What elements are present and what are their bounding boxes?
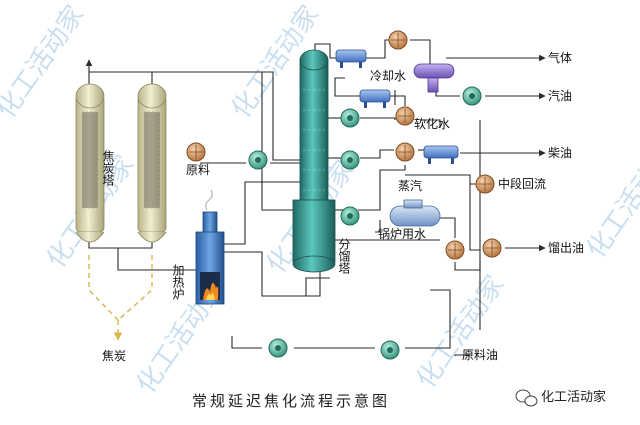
label-gas: 气体	[548, 50, 572, 65]
pump-icon	[268, 338, 288, 358]
exchanger-icon	[482, 238, 502, 258]
label-coke-drum: 焦炭塔	[101, 150, 115, 187]
steam-generator	[389, 199, 441, 227]
exchanger-icon	[388, 30, 408, 50]
coke-discharge	[88, 255, 153, 341]
exchanger-icon	[395, 106, 415, 126]
label-soft-water: 软化水	[414, 117, 450, 131]
cooler-diesel	[423, 145, 459, 164]
cooler-top	[335, 49, 367, 68]
fractionator-column	[292, 49, 336, 273]
label-fractionator: 分馏塔	[337, 238, 351, 275]
watermark-text: 化工活动家	[411, 270, 510, 394]
label-cooling-water: 冷却水	[370, 69, 406, 83]
exchanger-icon	[186, 142, 206, 162]
watermark-text: 化工活动家	[581, 140, 640, 264]
label-feed: 原料	[186, 163, 210, 177]
pump-icon	[380, 340, 400, 360]
brand-mark: 化工活动家	[515, 389, 606, 407]
brand-name: 化工活动家	[541, 389, 606, 405]
diagram-title: 常规延迟焦化流程示意图	[192, 392, 390, 410]
label-diesel: 柴油	[548, 146, 572, 160]
label-boiler-water: 锅炉用水	[378, 226, 426, 241]
label-feed-oil: 原料油	[462, 348, 498, 362]
pump-icon	[248, 150, 268, 170]
heating-furnace	[195, 189, 225, 305]
label-heating-furnace: 加热炉	[171, 264, 185, 301]
pump-icon	[340, 150, 360, 170]
label-distillate-oil: 馏出油	[548, 241, 584, 255]
label-gasoline: 汽油	[548, 88, 572, 103]
exchanger-icon	[445, 240, 465, 260]
label-mid-reflux: 中段回流	[498, 176, 546, 191]
pump-icon	[340, 206, 360, 226]
flame-icon	[203, 282, 219, 300]
label-coke: 焦炭	[102, 349, 126, 363]
coke-drum-left	[75, 83, 105, 243]
label-steam: 蒸汽	[398, 178, 422, 193]
pump-icon	[340, 108, 360, 128]
coke-drum-right	[137, 83, 167, 243]
cooler-mid	[359, 89, 391, 108]
exchanger-icon	[475, 174, 495, 194]
pump-icon	[462, 86, 482, 106]
labels: 焦炭塔 加热炉 分馏塔 原料 焦炭 冷却水 气体 汽油 软化水 柴油 蒸汽 中段…	[101, 50, 584, 363]
gas-oil-separator	[413, 63, 455, 93]
wechat-icon	[515, 389, 538, 407]
exchanger-icon	[395, 142, 415, 162]
